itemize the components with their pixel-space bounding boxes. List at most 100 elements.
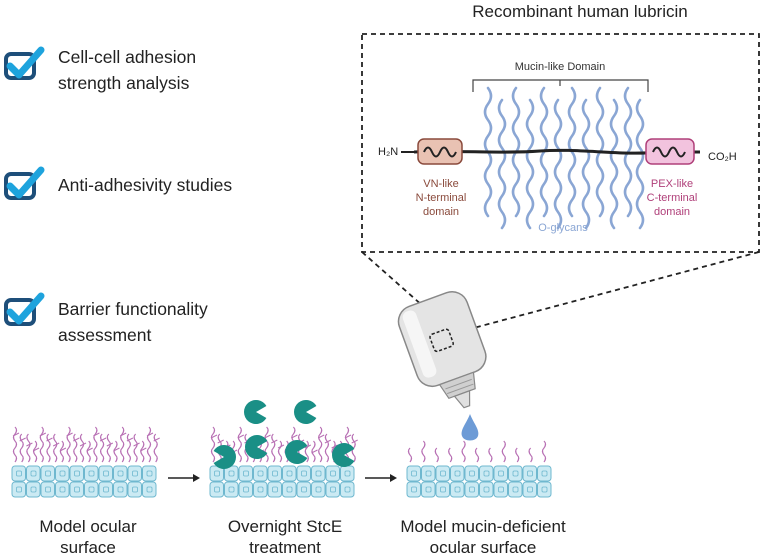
o-glycan-chain [609, 98, 619, 230]
epithelial-cell [421, 465, 436, 482]
checklist-item-barrier: Barrier functionality assessment [58, 296, 208, 348]
caption-line2: ocular surface [429, 538, 537, 557]
vn-label-line2: N-terminal [416, 192, 467, 204]
epithelial-cell [508, 481, 523, 498]
epithelial-cell [296, 465, 311, 482]
epithelial-cell [435, 481, 450, 498]
epithelial-cell [406, 481, 421, 498]
stce-enzymes [213, 400, 355, 470]
vn-like-domain [417, 138, 463, 165]
epithelial-cell [282, 481, 297, 498]
epithelial-cell [311, 481, 326, 498]
epithelial-cell [26, 481, 41, 498]
caption-line2: surface [60, 538, 116, 557]
mucin-layer [12, 426, 160, 463]
zoom-line-left [361, 251, 451, 331]
caption-line1: Overnight StcE [227, 517, 343, 536]
checkbox-check-icon [6, 50, 41, 78]
epithelium-model [406, 440, 552, 498]
checkbox-check-icon [6, 170, 41, 198]
pex-label-line3: domain [654, 206, 690, 218]
epithelial-cell [340, 481, 355, 498]
epithelial-cell [55, 481, 70, 498]
epithelial-cell [325, 481, 340, 498]
caption-line2: treatment [249, 538, 321, 557]
epithelium-model [11, 426, 160, 498]
epithelial-cell [479, 481, 494, 498]
zoom-line-right [465, 251, 760, 331]
pex-like-domain [645, 138, 695, 165]
epithelial-cell [522, 481, 537, 498]
epithelial-cell [113, 481, 128, 498]
o-glycan-chain [497, 98, 507, 230]
protein-title: Recombinant human lubricin [472, 2, 688, 21]
checklist-item-anti-adhesivity: Anti-adhesivity studies [58, 172, 232, 198]
epithelial-cell [508, 465, 523, 482]
epithelial-cell [325, 465, 340, 482]
epithelial-cell [253, 481, 268, 498]
epithelial-cell [142, 465, 157, 482]
epithelial-cell [493, 465, 508, 482]
pex-label-line2: C-terminal [647, 192, 698, 204]
epithelial-cell [224, 481, 239, 498]
step-caption-1: Model ocular surface [8, 516, 168, 558]
stce-enzyme-icon [244, 435, 268, 459]
epithelial-cell [267, 465, 282, 482]
epithelial-cell [421, 481, 436, 498]
mucin-bracket [472, 79, 649, 92]
mucin-layer [407, 440, 547, 463]
o-glycans-label: O-glycans [538, 222, 588, 234]
epithelial-cell [127, 465, 142, 482]
checklist-item-line1: Cell-cell adhesion [58, 47, 197, 67]
process-arrow [365, 474, 397, 482]
o-glycan-chains [483, 86, 645, 230]
checklist-item-adhesion: Cell-cell adhesion strength analysis [58, 44, 196, 96]
checklist-item-line2: assessment [58, 325, 152, 345]
epithelial-cell [238, 465, 253, 482]
epithelial-cell [55, 465, 70, 482]
epithelium-model [209, 426, 358, 498]
o-glycan-chain [581, 98, 591, 230]
epithelial-cell [537, 481, 552, 498]
epithelial-cell [11, 481, 26, 498]
epithelial-cell [311, 465, 326, 482]
epithelial-cell [406, 465, 421, 482]
epithelial-cell [84, 481, 99, 498]
epithelial-cell [253, 465, 268, 482]
stce-enzyme-icon [331, 443, 355, 467]
stce-enzyme-icon [285, 440, 308, 465]
epithelial-cell [464, 481, 479, 498]
epithelial-cell [435, 465, 450, 482]
stce-enzyme-icon [213, 445, 237, 470]
o-glycan-chain [635, 98, 645, 230]
vn-label-line3: domain [423, 206, 459, 218]
stce-enzyme-icon [294, 400, 317, 424]
o-glycan-chain [525, 98, 535, 230]
epithelial-cell [238, 481, 253, 498]
o-glycan-chain [553, 98, 563, 230]
epithelial-cell [450, 481, 465, 498]
epithelial-cell [69, 465, 84, 482]
epithelial-cell [142, 481, 157, 498]
checklist-item-line1: Anti-adhesivity studies [58, 175, 233, 195]
tissue-panels [11, 426, 552, 498]
epithelial-cell [113, 465, 128, 482]
epithelial-cell [11, 465, 26, 482]
zoom-box [361, 33, 760, 253]
checklist-item-line2: strength analysis [58, 73, 190, 93]
vn-label-line1: VN-like [423, 178, 458, 190]
epithelial-cell [537, 465, 552, 482]
checklist-item-line1: Barrier functionality [58, 299, 208, 319]
epithelial-cell [450, 465, 465, 482]
epithelial-cell [84, 465, 99, 482]
epithelial-cell [209, 481, 224, 498]
epithelial-cell [522, 465, 537, 482]
eye-drop-bottle-icon [397, 291, 487, 409]
step-caption-3: Model mucin-deficient ocular surface [388, 516, 578, 558]
epithelial-cell [40, 465, 55, 482]
step-caption-2: Overnight StcE treatment [200, 516, 370, 558]
epithelial-cell [98, 481, 113, 498]
epithelial-cell [479, 465, 494, 482]
stce-enzyme-icon [244, 400, 267, 424]
epithelial-cell [267, 481, 282, 498]
